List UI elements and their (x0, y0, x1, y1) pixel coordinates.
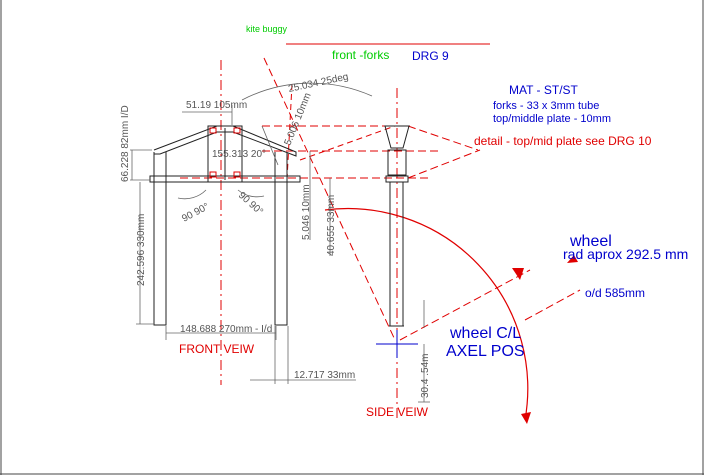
dim-inner-angle: 155.313 20° (212, 149, 266, 160)
dim-leg-height: 242.596 330mm (136, 214, 147, 286)
dim-base-width: 148.688 270mm - I/d (180, 324, 272, 335)
dimension-lines (130, 82, 430, 403)
front-view-label: FRONT VEIW (179, 342, 255, 356)
note-plate: top/middle plate - 10mm (493, 113, 611, 125)
dim-axle-drop: 30.4 .54m (420, 354, 431, 398)
project-label: kite buggy (246, 24, 288, 34)
axle-subtitle: AXEL POS (446, 343, 525, 360)
dim-fork-drop-a: 5.046 10mm (301, 184, 312, 240)
wheel-notes: wheel rad aprox 292.5 mm o/d 585mm wheel… (446, 233, 688, 360)
wheel-diameter: o/d 585mm (585, 286, 645, 300)
dim-right-angle: 90 90° (236, 190, 265, 218)
dim-axle-offset: 12.717 33mm (294, 370, 355, 381)
material-notes: MAT - ST/ST forks - 33 x 3mm tube top/mi… (474, 83, 652, 148)
side-view-label: SIDE VEIW (366, 405, 429, 419)
axle-title: wheel C/L (449, 325, 521, 342)
dim-angle-top: 25.034 25deg (287, 71, 349, 94)
drawing-title: front -forks (332, 48, 389, 62)
wheel-title: wheel (569, 233, 612, 250)
construction-lines (180, 57, 581, 424)
wheel-radius: rad aprox 292.5 mm (563, 246, 688, 262)
front-view (149, 125, 301, 326)
drawing-number: DRG 9 (412, 49, 449, 63)
dim-left-angle: 90 90° (180, 201, 211, 224)
side-view (376, 125, 418, 358)
dim-fork-drop-b: 40.655 33mm (326, 195, 337, 256)
note-material: MAT - ST/ST (509, 83, 579, 97)
note-forks: forks - 33 x 3mm tube (493, 100, 599, 112)
note-detail: detail - top/mid plate see DRG 10 (474, 134, 652, 148)
dim-top-width: 51.19 105mm (186, 100, 247, 111)
dim-slant: 5.006 10mm (283, 91, 314, 147)
dim-plate-offset: 66.228 82mm I/D (120, 105, 131, 182)
